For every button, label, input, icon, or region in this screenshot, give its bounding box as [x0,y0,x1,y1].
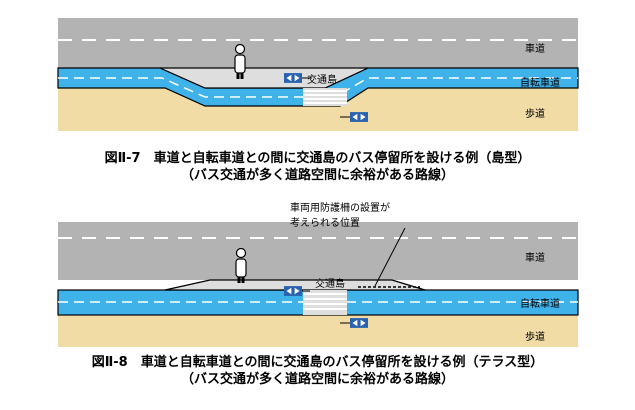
figure1-caption-line2: （バス交通が多く道路空間に余裕がある路線） [180,168,454,183]
crosswalk-1 [303,88,347,106]
fence-note-line1: 車両用防護柵の設置が [290,201,390,214]
island-label-2: 交通島 [315,277,345,290]
sidewalk-label-2: 歩道 [525,330,545,343]
sidewalk-label-1: 歩道 [525,107,545,120]
bike-lane-dash-1 [58,77,578,98]
bike-sign-icon [350,112,368,122]
figure1-caption: 図Ⅱ-7 車道と自転車道との間に交通島のバス停留所を設ける例（島型） （バス交通… [0,150,635,184]
roadway-2 [58,222,578,280]
bike-sign-icon [350,318,368,328]
roadway-1 [58,18,578,68]
bike-lane-label-1: 自転車道 [520,76,560,89]
sidewalk-2 [58,315,578,347]
bike-sign-icon [284,73,302,83]
figure2-caption: 図Ⅱ-8 車道と自転車道との間に交通島のバス停留所を設ける例（テラス型） （バス… [0,354,635,388]
figure2-diagram: 交通島 車両用防護柵の設置が 考えられる位置 車道 自転車道 歩道 [57,201,579,347]
bike-sign-icon [284,286,302,296]
figure2-caption-line1: 図Ⅱ-8 車道と自転車道との間に交通島のバス停留所を設ける例（テラス型） [91,355,544,370]
roadway-label-1: 車道 [525,42,545,55]
figure2-caption-line2: （バス交通が多く道路空間に余裕がある路線） [180,372,454,387]
fence-note-leader [374,227,406,287]
fence-note-line2: 考えられる位置 [290,216,360,229]
bike-lane-label-2: 自転車道 [520,297,560,310]
figure1-caption-line1: 図Ⅱ-7 車道と自転車道との間に交通島のバス停留所を設ける例（島型） [104,151,531,166]
figure1-diagram: 交通島 車道 自転車道 歩道 [57,18,579,131]
island-label-1: 交通島 [307,73,337,86]
roadway-label-2: 車道 [525,251,545,264]
crosswalk-2 [303,290,347,315]
